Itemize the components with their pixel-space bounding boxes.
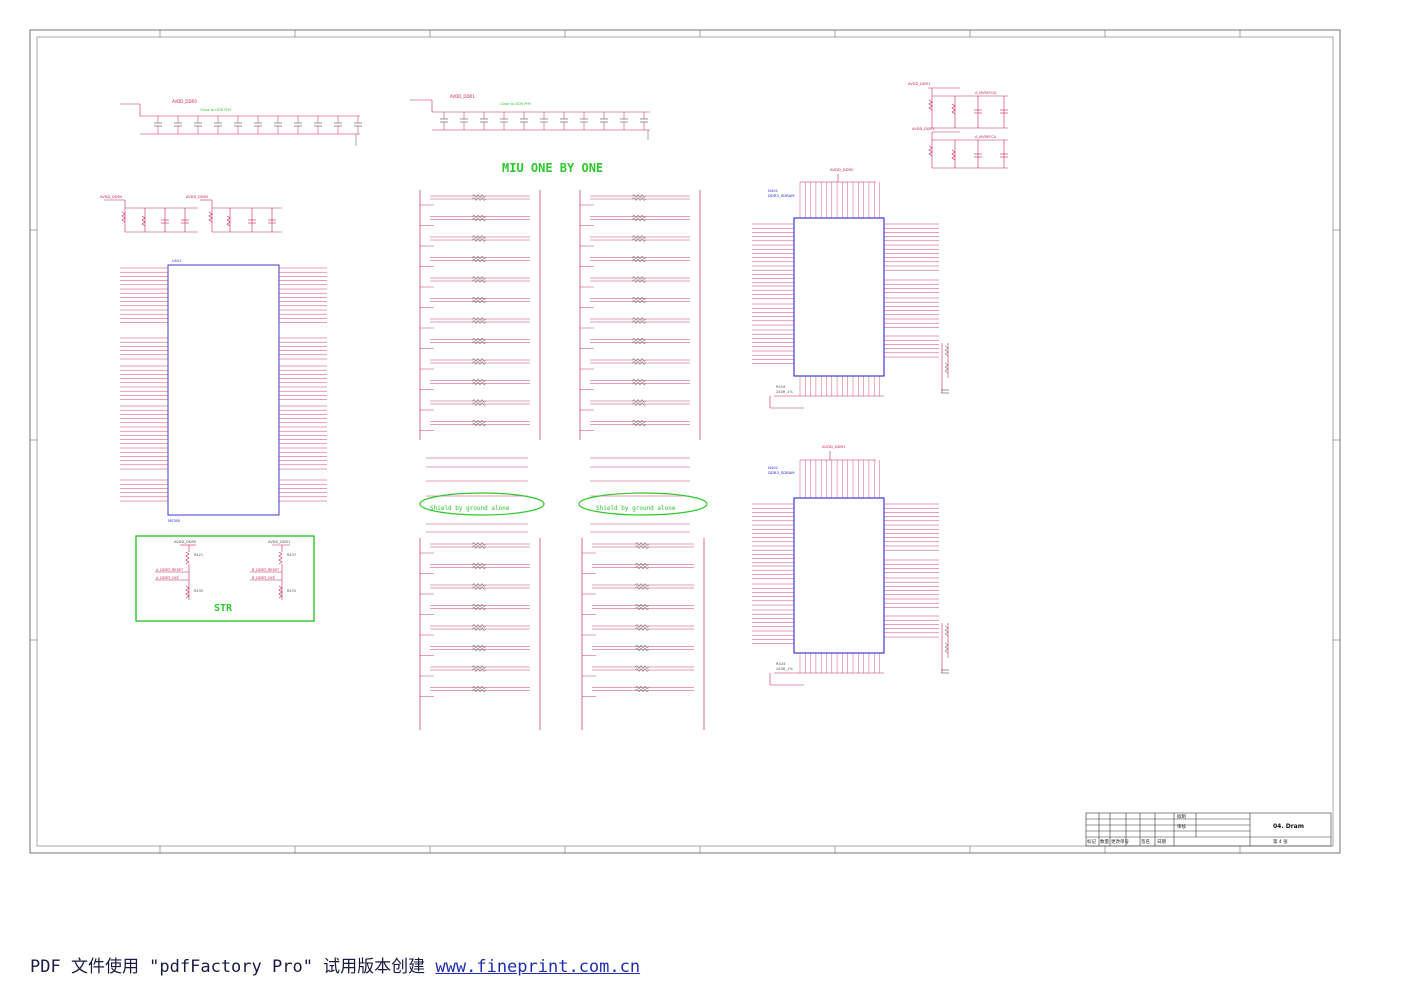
tb-review: 审核 <box>1177 823 1186 830</box>
tb-sign: 签名 <box>1141 838 1150 845</box>
sheet-border-outer <box>29 29 1341 854</box>
svg-text:A_DDR3_RESET: A_DDR3_RESET <box>156 568 184 572</box>
ddr3-sdram-chip-1 <box>793 497 885 654</box>
termination-resistor-columns <box>419 190 705 730</box>
miu-title: MIU ONE BY ONE <box>502 161 603 175</box>
shield-note-right: Shield by ground alone <box>596 505 676 512</box>
svg-text:B_DDR3_RESET: B_DDR3_RESET <box>252 568 280 572</box>
r416-label: R416 <box>776 385 786 389</box>
label-avdd-ddr1-b: AVDD_DDR1 <box>912 127 934 131</box>
tb-qty: 数量 <box>1100 838 1109 845</box>
r434-label: R434 <box>776 662 786 666</box>
border-ticks <box>30 30 1340 853</box>
svg-text:Close to DDR PHY: Close to DDR PHY <box>200 108 232 112</box>
shield-ellipse-left <box>419 492 545 516</box>
svg-text:N401: N401 <box>768 188 779 193</box>
decap-row-ddr0: AVDD_DDR0 Close to DDR PHY <box>120 99 360 135</box>
svg-text:A_DDR3_CKE: A_DDR3_CKE <box>156 576 179 580</box>
pdf-footer: PDF 文件使用 "pdfFactory Pro" 试用版本创建 www.fin… <box>30 956 640 978</box>
sdram1-label: DDR3_SDRAM <box>768 470 795 475</box>
svg-text:AVDD_DDR1: AVDD_DDR1 <box>822 444 846 449</box>
label-avdd-ddr1-top: AVDD_DDR1 <box>450 94 475 99</box>
footer-text: PDF 文件使用 "pdfFactory Pro" 试用版本创建 <box>30 957 436 977</box>
title-block <box>1085 812 1332 847</box>
svg-text:B_DDR3_CKE: B_DDR3_CKE <box>252 576 275 580</box>
svg-text:A_MVREFDQ: A_MVREFDQ <box>975 91 997 95</box>
svg-text:MSTAR: MSTAR <box>168 519 181 523</box>
decap-caps-ddr0 <box>154 116 362 134</box>
ddr3-chip0-pins <box>752 182 949 409</box>
label-avdd-ddr0-b: AVDD_DDR0 <box>186 195 209 199</box>
sdram0-label: DDR3_SDRAM <box>768 193 795 198</box>
str-box <box>135 535 315 622</box>
shield-note-left: Shield by ground alone <box>430 505 510 512</box>
label-avdd-ddr0-c: AVDD_DDR0 <box>174 540 197 544</box>
title-block-name: 04. Dram <box>1273 823 1304 830</box>
tb-drawn: 拟制 <box>1177 813 1186 820</box>
fineprint-link[interactable]: www.fineprint.com.cn <box>435 957 641 977</box>
label-avdd-ddr1-a: AVDD_DDR1 <box>908 82 930 86</box>
vref-network-2 <box>928 131 1008 169</box>
decap-caps-ddr1 <box>440 112 648 130</box>
label-avdd-ddr0-a: AVDD_DDR0 <box>100 195 123 199</box>
ddr3-chip1-pins <box>752 460 949 686</box>
soc-pin-nets <box>120 267 327 502</box>
ddr3-sdram-chip-0 <box>793 217 885 377</box>
svg-text:R430: R430 <box>194 589 203 593</box>
svg-text:R421: R421 <box>194 553 203 557</box>
str-circuit <box>155 544 290 600</box>
svg-text:U401: U401 <box>172 259 181 263</box>
str-label: STR <box>214 603 233 614</box>
tb-mark: 标记 <box>1087 838 1096 845</box>
vref-network-1 <box>928 87 1008 129</box>
mstar-soc-chip <box>167 264 280 516</box>
sheet-border-inner <box>36 36 1334 847</box>
tb-sheet: 第 4 张 <box>1273 838 1288 845</box>
label-avdd-ddr0-top: AVDD_DDR0 <box>172 99 197 104</box>
svg-text:R437: R437 <box>287 553 296 557</box>
svg-text:Close to DDR PHY: Close to DDR PHY <box>500 102 532 106</box>
tb-date: 日期 <box>1157 839 1166 845</box>
decap-row-ddr1: AVDD_DDR1 Close to DDR PHY <box>410 94 650 131</box>
svg-text:AVDD_DDR0: AVDD_DDR0 <box>830 167 854 172</box>
svg-text:A_MVREFCA: A_MVREFCA <box>975 135 997 139</box>
r416-value: 240R_1% <box>776 390 793 394</box>
label-avdd-ddr1-c: AVDD_DDR1 <box>268 540 290 544</box>
shield-ellipse-right <box>578 492 708 516</box>
r434-value: 240R_1% <box>776 667 793 671</box>
svg-text:N402: N402 <box>768 465 779 470</box>
tb-change: 更改单号 <box>1111 838 1129 845</box>
vref-network-left <box>104 199 282 233</box>
svg-text:R435: R435 <box>287 589 296 593</box>
